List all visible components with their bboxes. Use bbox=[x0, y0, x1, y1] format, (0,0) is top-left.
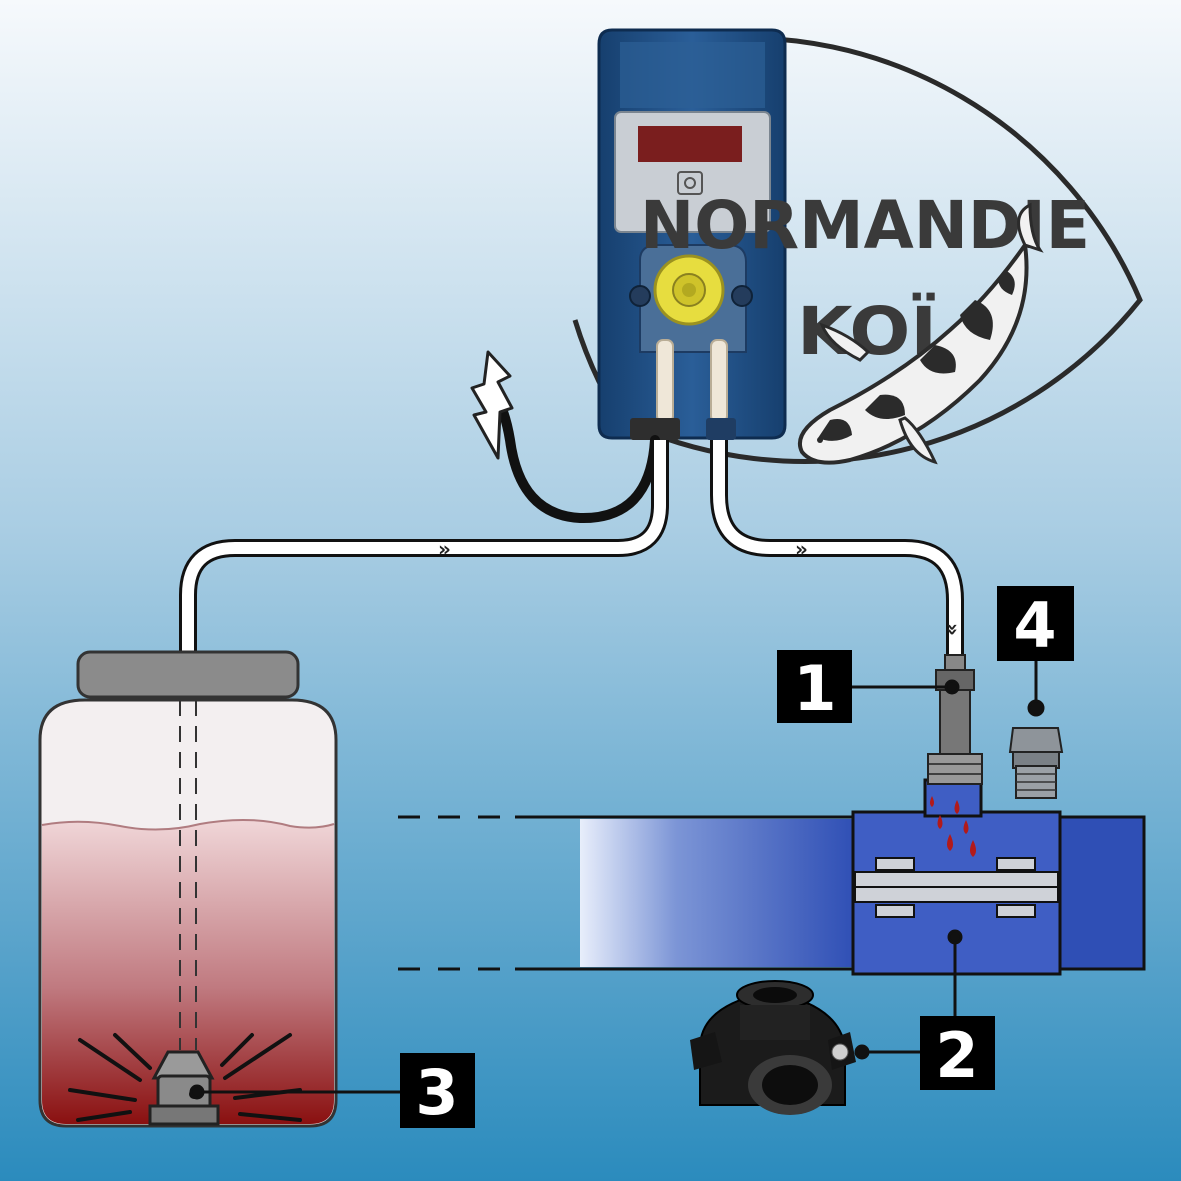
tank-icon bbox=[38, 650, 338, 1128]
power-cable bbox=[490, 390, 660, 524]
adapter-fitting bbox=[1008, 727, 1064, 799]
callout-2-label: 2 bbox=[935, 1019, 978, 1092]
koi-fish-icon bbox=[798, 202, 1044, 465]
callout-4-label: 4 bbox=[1013, 589, 1056, 662]
logo-text-line1: NORMANDIE bbox=[640, 187, 1090, 264]
pipe-saddle-clamp bbox=[690, 980, 856, 1115]
main-pipe bbox=[398, 778, 1146, 976]
pump-icon bbox=[597, 28, 787, 440]
callout-2: 2 bbox=[920, 1016, 995, 1092]
svg-text:»: » bbox=[438, 537, 451, 561]
callout-4: 4 bbox=[997, 586, 1074, 662]
injection-valve bbox=[927, 654, 983, 785]
svg-text:»: » bbox=[795, 537, 808, 561]
callout-1: 1 bbox=[777, 650, 852, 725]
callout-3: 3 bbox=[400, 1053, 475, 1129]
callout-3-label: 3 bbox=[415, 1056, 458, 1129]
lightning-icon bbox=[470, 350, 514, 460]
svg-text:»: » bbox=[941, 623, 965, 636]
discharge-tube: » » bbox=[710, 440, 965, 660]
callout-1-label: 1 bbox=[793, 652, 836, 725]
